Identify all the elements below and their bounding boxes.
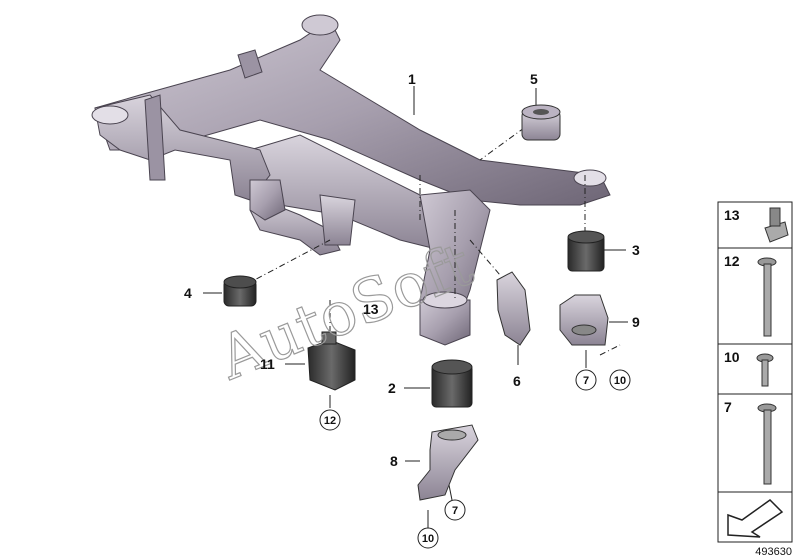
callout-13: 13 — [363, 301, 379, 317]
bracket-part-9 — [559, 294, 609, 346]
circled-refs: 7 10 12 7 10 — [319, 369, 631, 549]
leader-lines — [244, 119, 621, 356]
legend-label-10: 10 — [724, 349, 740, 365]
rubber-mount-part-2 — [431, 359, 473, 408]
callout-2: 2 — [388, 380, 396, 396]
rubber-bushing-part-5 — [521, 104, 561, 141]
callout-8: 8 — [390, 453, 398, 469]
callout-3: 3 — [632, 242, 640, 258]
circled-7-a: 7 — [583, 375, 589, 387]
short-bolt-icon — [756, 353, 774, 387]
legend-label-12: 12 — [724, 253, 740, 269]
callout-numbers: 1 5 4 3 9 11 2 8 6 13 — [184, 71, 640, 469]
rubber-block-part-11 — [307, 331, 356, 391]
bracket-part-8 — [417, 424, 479, 501]
document-number: 493630 — [755, 546, 792, 558]
bracket-part-6 — [496, 271, 531, 346]
legend-label-13: 13 — [724, 207, 740, 223]
direction-arrow-icon — [727, 499, 784, 538]
callout-1: 1 — [408, 71, 416, 87]
callout-11: 11 — [260, 356, 275, 372]
callout-4: 4 — [184, 285, 192, 301]
clip-nut-icon — [764, 207, 789, 243]
callout-5: 5 — [530, 71, 538, 87]
fastener-legend: 13 12 10 7 — [717, 201, 793, 543]
long-bolt-icon — [757, 257, 777, 337]
circled-12: 12 — [324, 415, 336, 427]
callout-lines — [203, 86, 628, 528]
legend-label-7: 7 — [724, 399, 732, 415]
callout-6: 6 — [513, 373, 521, 389]
long-bolt-icon — [757, 403, 777, 485]
callout-9: 9 — [632, 314, 640, 330]
circled-10-b: 10 — [422, 533, 434, 545]
rear-axle-subframe — [91, 14, 611, 346]
rubber-bushing-part-4 — [223, 275, 257, 307]
circled-7-b: 7 — [452, 505, 458, 517]
rubber-mount-part-3 — [567, 230, 605, 272]
circled-10-a: 10 — [614, 375, 626, 387]
